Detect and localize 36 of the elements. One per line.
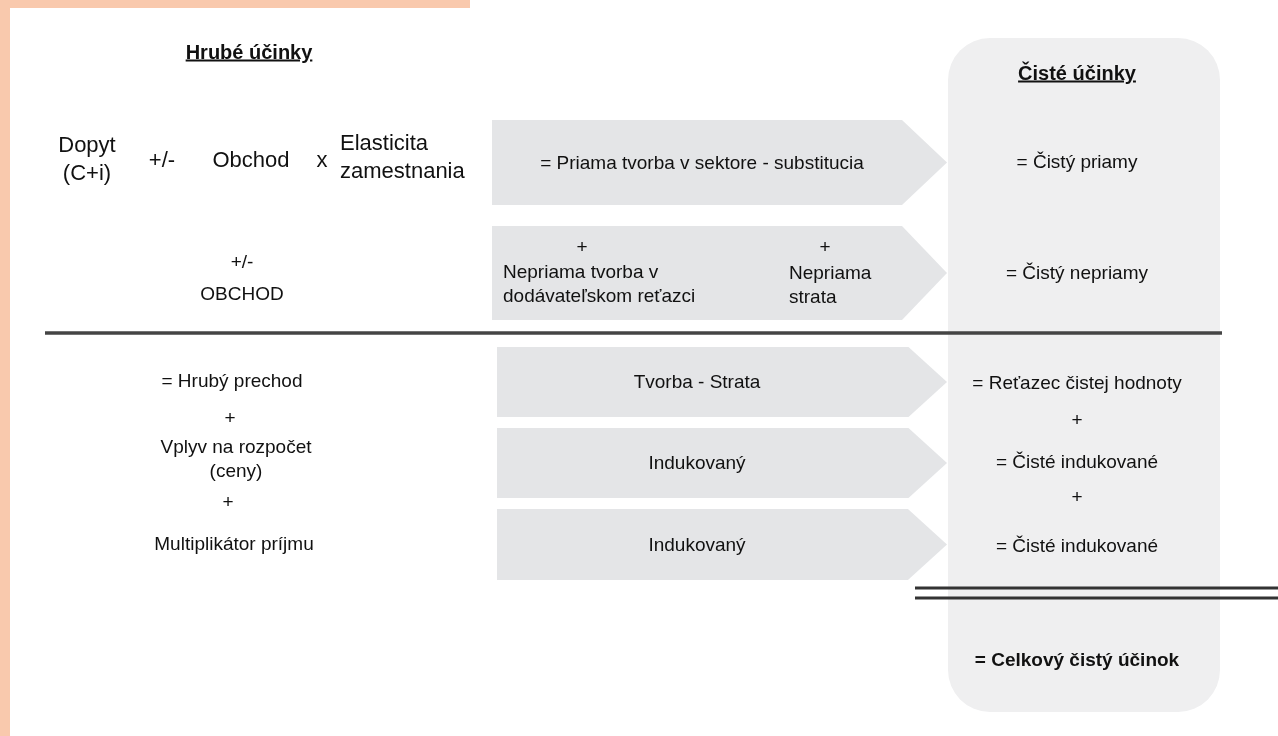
node-text: = Čistý nepriamy: [1006, 261, 1148, 285]
chevron-shape: [497, 428, 947, 498]
node-text: Indukovaný: [648, 533, 746, 557]
chevron-shape: [497, 347, 947, 417]
text-label: Vplyv na rozpočet (ceny): [159, 435, 313, 483]
text-label: +/-: [230, 250, 254, 274]
chevron-shape: [492, 120, 947, 205]
node-text: = Čisté indukované: [995, 534, 1159, 558]
node-text: = Čisté indukované: [995, 450, 1159, 474]
heading: Čisté účinky: [1018, 60, 1136, 86]
node-text: = Reťazec čistej hodnoty: [972, 371, 1182, 395]
node-text: Tvorba - Strata: [633, 370, 761, 394]
text-label: = Hrubý prechod: [161, 369, 303, 393]
node-text: +: [819, 235, 831, 259]
node-text: Indukovaný: [648, 451, 746, 475]
text-label: +: [224, 406, 236, 430]
text-label: Dopyt (C+i): [57, 130, 117, 186]
node-text: = Čistý priamy: [1016, 150, 1138, 174]
node-text: +: [1071, 485, 1083, 509]
node-text: +: [576, 235, 588, 259]
node-text: = Priama tvorba v sektore - substitucia: [540, 151, 864, 175]
heading: Hrubé účinky: [185, 39, 313, 65]
text-label: Multiplikátor príjmu: [154, 532, 314, 556]
text-label: x: [316, 146, 328, 174]
node-text: = Celkový čistý účinok: [974, 648, 1180, 672]
text-label: Elasticita zamestnania: [340, 128, 466, 184]
text-label: +: [222, 490, 234, 514]
node-text: +: [1071, 408, 1083, 432]
node-text: Nepriama tvorba v dodávateľskom reťazci: [503, 260, 697, 308]
chevron-shape: [492, 226, 947, 320]
node-text: Nepriama strata: [789, 261, 873, 309]
text-label: Obchod: [212, 146, 290, 174]
text-label: OBCHOD: [200, 282, 284, 306]
text-label: +/-: [148, 146, 176, 174]
rounded-panel: [948, 38, 1220, 712]
chevron-shape: [497, 509, 947, 580]
